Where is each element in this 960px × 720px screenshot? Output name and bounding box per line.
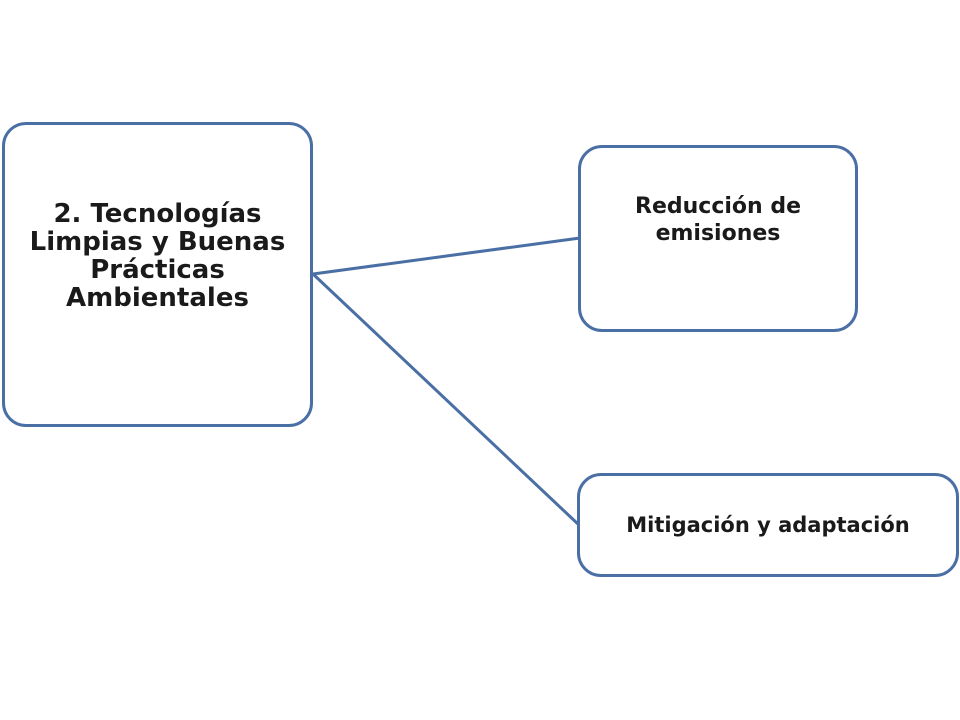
node-tecnologias-limpias[interactable]: 2. Tecnologías Limpias y Buenas Práctica… xyxy=(2,122,313,427)
node-reduccion-emisiones[interactable]: Reducción de emisiones xyxy=(578,145,858,332)
node-label-root: 2. Tecnologías Limpias y Buenas Práctica… xyxy=(29,198,286,313)
node-label-reduccion: Reducción de emisiones xyxy=(635,193,801,246)
node-label-mitigacion: Mitigación y adaptación xyxy=(626,513,910,537)
connector-line-root-to-reduccion xyxy=(312,236,581,276)
node-mitigacion-adaptacion[interactable]: Mitigación y adaptación xyxy=(577,473,959,577)
connector-line-root-to-mitigacion xyxy=(311,272,581,527)
